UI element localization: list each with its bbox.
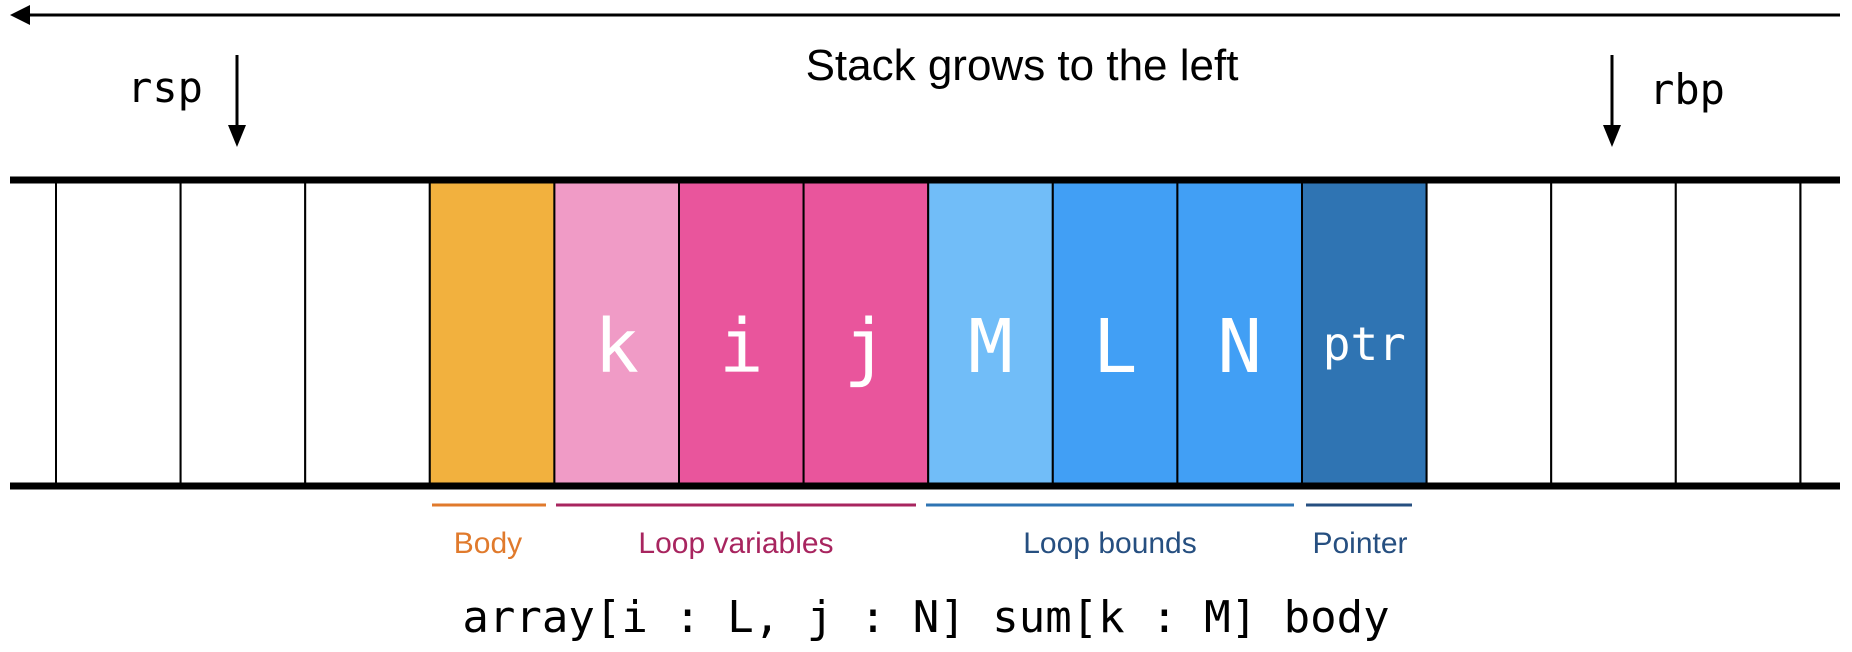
stack-cell	[1674, 179, 1802, 487]
group-pointer: Pointer	[1306, 503, 1412, 560]
rsp-label: rsp	[127, 63, 203, 112]
stack-cell-j	[802, 179, 930, 487]
stack-cell-M	[927, 179, 1054, 487]
group-pointer-label: Pointer	[1312, 527, 1407, 560]
stack-cell-label-k: k	[594, 304, 639, 390]
code-expression: array[i : L, j : N] sum[k : M] body	[462, 592, 1389, 643]
rsp-down-arrow-icon	[228, 55, 246, 147]
stack-cell	[304, 179, 431, 487]
group-loop-bounds: Loop bounds	[926, 503, 1294, 560]
group-loop-bounds-label: Loop bounds	[1023, 527, 1197, 560]
stack-cell-k	[553, 179, 681, 487]
stack-cell	[55, 179, 182, 487]
stack-cell-label-j: j	[844, 304, 889, 390]
stack-cell-label-L: L	[1093, 304, 1138, 390]
stack-cell	[1550, 179, 1677, 487]
stack-cell	[1425, 179, 1553, 487]
group-body: Body	[432, 503, 546, 560]
stack-direction-label: Stack grows to the left	[806, 41, 1239, 90]
stack-direction-arrow	[10, 5, 1840, 25]
group-loop-variables: Loop variables	[556, 503, 916, 560]
rbp-label: rbp	[1649, 65, 1725, 114]
stack-cell-L	[1051, 179, 1179, 487]
stack-cell	[428, 179, 556, 487]
group-body-label: Body	[454, 527, 522, 560]
stack-cell-label-N: N	[1217, 304, 1262, 390]
stack-cell-label-ptr: ptr	[1323, 317, 1406, 371]
rbp-down-arrow-icon	[1603, 55, 1621, 147]
stack-cell-label-M: M	[968, 304, 1013, 390]
stack-cell-label-i: i	[719, 304, 764, 390]
stack-cell	[179, 179, 307, 487]
stack-cell-N	[1176, 179, 1304, 487]
group-loop-variables-label: Loop variables	[638, 527, 833, 560]
